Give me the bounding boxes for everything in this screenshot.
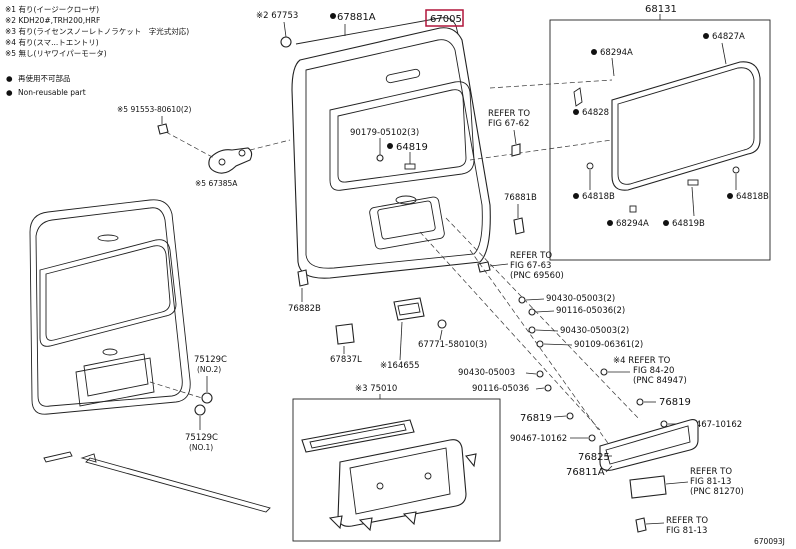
label-75129C-no2-sub: (NO.2) — [197, 365, 221, 374]
lock-ref-icon — [477, 261, 491, 273]
label-67771-58010[interactable]: 67771-58010(3) — [418, 340, 487, 350]
ref-81-13-a-line2[interactable]: FIG 81-13 — [690, 477, 731, 487]
legend-note-2: ※2 KDH20#,TRH200,HRF — [5, 16, 100, 25]
back-glass-68131 — [611, 61, 761, 191]
legend-note-3: ※3 有り(ライセンスノーレトノラケット 字光式対応) — [5, 26, 189, 36]
label-76825[interactable]: 76825 — [578, 452, 610, 463]
label-76811A[interactable]: 76811A — [566, 467, 605, 478]
label-64655[interactable]: ※164655 — [380, 361, 420, 371]
ref-84-20-line3[interactable]: (PNC 84947) — [633, 376, 687, 386]
label-90430-05003-b[interactable]: 90430-05003(2) — [560, 326, 629, 336]
label-91553-80610[interactable]: ※5 91553-80610(2) — [117, 105, 192, 114]
label-76819-right[interactable]: 76819 — [659, 397, 691, 408]
ref-67-63-line1[interactable]: REFER TO — [510, 251, 552, 261]
wiper-bracket-67385A — [208, 147, 253, 174]
cover-76882B-icon — [297, 269, 309, 287]
label-90116-05036-b[interactable]: 90116-05036 — [472, 384, 529, 394]
legend-symbol-1: ● — [6, 74, 13, 83]
label-76881B[interactable]: 76881B — [504, 193, 537, 203]
ref-67-63-line2[interactable]: FIG 67-63 — [510, 261, 551, 271]
label-90467-10162-right[interactable]: 90467-10162 — [685, 420, 742, 430]
back-door-panel — [291, 27, 491, 279]
label-67385A[interactable]: ※5 67385A — [195, 179, 238, 188]
stopper-67837L-icon — [335, 323, 355, 345]
bulb-ref-icon — [635, 517, 647, 533]
label-64818B-right[interactable]: 64818B — [736, 192, 769, 202]
label-75129C-no1[interactable]: 75129C — [185, 433, 218, 443]
label-90116-05036-a[interactable]: 90116-05036(2) — [556, 306, 625, 316]
legend-note-5: ※5 無し(リヤワイパーモータ) — [5, 48, 107, 58]
bolt-91553-icon — [157, 123, 169, 135]
switch-ref-icon — [629, 475, 667, 499]
cushion-75129C-no1-icon — [194, 404, 206, 416]
strip-rail — [85, 457, 271, 513]
label-64819B[interactable]: 64819B — [672, 219, 705, 229]
label-64818B-left[interactable]: 64818B — [582, 192, 615, 202]
left-door-view — [29, 199, 191, 415]
label-67005[interactable]: 67005 — [430, 14, 462, 25]
cover-76881B-icon — [513, 217, 525, 235]
ref-67-62-line1[interactable]: REFER TO — [488, 109, 530, 119]
label-90467-10162-left[interactable]: 90467-10162 — [510, 434, 567, 444]
ref-81-13-a-line3[interactable]: (PNC 81270) — [690, 487, 744, 497]
ref-84-20-line1[interactable]: ※4 REFER TO — [613, 356, 671, 366]
back-door-garnish-76811A — [599, 419, 699, 471]
label-75010[interactable]: ※3 75010 — [355, 384, 397, 394]
ref-84-20-line2[interactable]: FIG 84-20 — [633, 366, 674, 376]
label-75129C-no2[interactable]: 75129C — [194, 355, 227, 365]
legend-note-4: ※4 有り(スマ...トエントリ) — [5, 37, 99, 47]
ref-67-63-line3[interactable]: (PNC 69560) — [510, 271, 564, 281]
label-90179-05102[interactable]: 90179-05102(3) — [350, 128, 419, 138]
legend-symbol-2: ● — [6, 88, 13, 97]
label-68294A-top[interactable]: 68294A — [600, 48, 633, 58]
license-plate-bracket-75010 — [337, 439, 467, 527]
label-68294A-bottom[interactable]: 68294A — [616, 219, 649, 229]
ref-81-13-b-line2[interactable]: FIG 81-13 — [666, 526, 707, 536]
label-75129C-no1-sub: (NO.1) — [189, 443, 213, 452]
label-64828[interactable]: 64828 — [582, 108, 609, 118]
hinge-ref-icon — [511, 143, 521, 157]
legend: ※1 有り(イージークローザ) ※2 KDH20#,TRH200,HRF ※3 … — [5, 4, 189, 97]
ref-81-13-a-line1[interactable]: REFER TO — [690, 467, 732, 477]
label-64819[interactable]: 64819 — [396, 142, 428, 153]
label-64827A[interactable]: 64827A — [712, 32, 745, 42]
ref-67-62-line2[interactable]: FIG 67-62 — [488, 119, 529, 129]
clip-67753-icon — [280, 36, 292, 48]
label-90109-06361[interactable]: 90109-06361(2) — [574, 340, 643, 350]
label-76819-left[interactable]: 76819 — [520, 413, 552, 424]
screw-90179-icon — [376, 154, 384, 162]
license-lamp-bar — [301, 419, 415, 453]
legend-note-1: ※1 有り(イージークローザ) — [5, 4, 99, 14]
label-67753[interactable]: ※2 67753 — [256, 11, 298, 21]
label-67837L[interactable]: 67837L — [330, 355, 362, 365]
label-76882B[interactable]: 76882B — [288, 304, 321, 314]
label-67881A[interactable]: 67881A — [337, 12, 376, 23]
label-90430-05003-c[interactable]: 90430-05003 — [458, 368, 515, 378]
diagram-code: 670093J — [754, 537, 785, 546]
legend-symbol-2-text: Non-reusable part — [18, 88, 86, 97]
non-reusable-dot-icon — [330, 13, 336, 19]
clip-67771-icon — [437, 319, 447, 329]
ref-81-13-b-line1[interactable]: REFER TO — [666, 516, 708, 526]
label-68131[interactable]: 68131 — [645, 4, 677, 15]
license-bracket-detail-box — [292, 398, 501, 542]
highlighted-part-box — [425, 9, 464, 27]
legend-symbol-1-text: 再使用不可部品 — [18, 73, 71, 83]
label-90430-05003-a[interactable]: 90430-05003(2) — [546, 294, 615, 304]
strip-end-left — [43, 451, 73, 463]
cushion-75129C-no2-icon — [201, 392, 213, 404]
